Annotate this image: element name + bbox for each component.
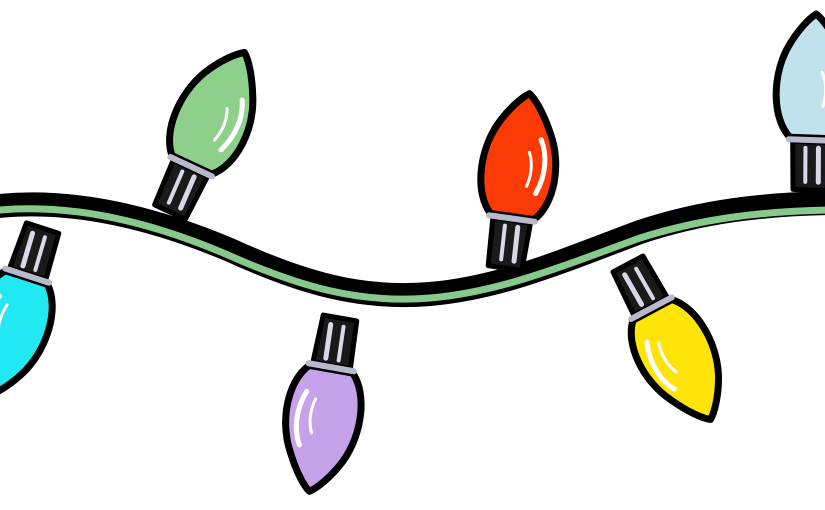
light-blue-bulb	[772, 10, 825, 194]
light-string-wire	[0, 191, 825, 308]
yellow-bulb	[610, 253, 722, 423]
socket-highlight	[803, 145, 808, 184]
bulb-shine	[533, 137, 548, 197]
bulb-glass	[627, 296, 722, 423]
socket-highlight	[622, 272, 645, 307]
socket-collar	[628, 294, 675, 322]
socket-highlight	[20, 230, 36, 269]
cyan-bulb	[0, 220, 62, 399]
bulb-shine	[0, 303, 9, 340]
socket-collar	[167, 153, 215, 180]
bulb-shine	[525, 150, 533, 188]
socket-collar	[305, 360, 357, 375]
bulb-shine	[213, 106, 229, 142]
wire-core	[0, 205, 825, 303]
bulb-shine	[218, 97, 245, 153]
wire-outline	[0, 191, 825, 308]
socket-collar	[486, 212, 538, 225]
red-bulb	[477, 90, 560, 273]
bulb-glass	[0, 267, 56, 399]
bulb-glass	[772, 10, 825, 143]
socket-highlight	[499, 223, 507, 262]
bulb-shine	[657, 341, 678, 374]
socket-highlight	[511, 224, 521, 264]
socket-highlight	[33, 235, 47, 272]
socket-highlight	[815, 145, 821, 185]
socket-collar	[785, 136, 825, 144]
bulb-glass	[166, 48, 257, 178]
socket-highlight	[336, 324, 346, 363]
socket-collar	[2, 265, 53, 286]
socket-highlight	[323, 321, 334, 361]
socket-highlight	[634, 266, 656, 301]
socket-highlight	[178, 174, 197, 211]
bulb-shine	[644, 339, 677, 392]
socket-highlight	[166, 169, 185, 205]
socket-body	[310, 312, 360, 372]
green-bulb	[152, 48, 257, 222]
bulb-shine	[820, 70, 825, 108]
bulb-shine	[308, 397, 318, 435]
bulb-shine	[293, 388, 310, 448]
purple-bulb	[282, 312, 365, 495]
socket-body	[485, 215, 533, 273]
